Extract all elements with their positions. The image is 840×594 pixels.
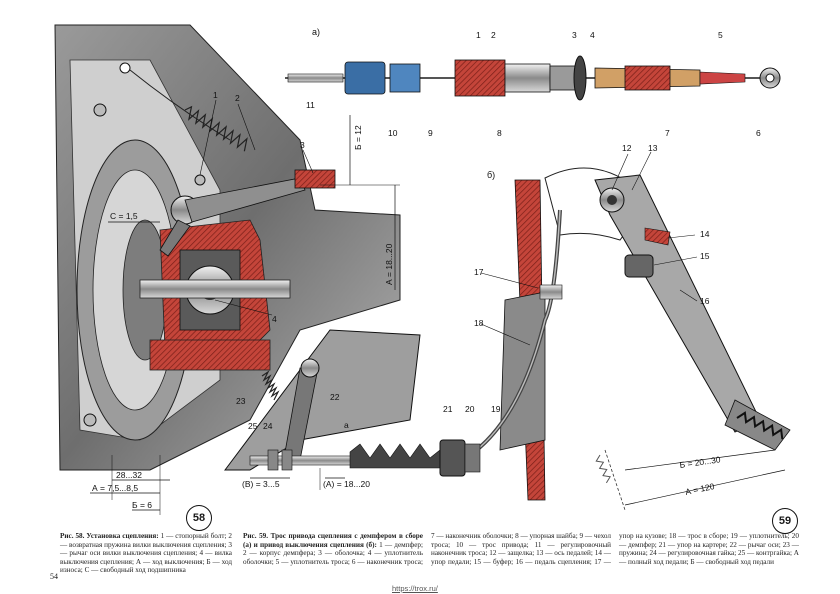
page-number: 54 bbox=[50, 572, 58, 581]
callout-a6: 6 bbox=[756, 128, 761, 138]
callout-1: 1 bbox=[213, 90, 218, 100]
dim-a-18-20: (А) = 18...20 bbox=[323, 479, 370, 489]
callout-18: 18 bbox=[474, 318, 484, 328]
caption-58-body: 1 — стопорный болт; 2 — возвратная пружи… bbox=[60, 532, 232, 575]
callout-a7: 7 bbox=[665, 128, 670, 138]
callout-20: 20 bbox=[465, 404, 475, 414]
callout-25: 25 bbox=[248, 421, 258, 431]
caption-fig-59: Рис. 59. Трос привода сцепления с демпфе… bbox=[243, 532, 799, 566]
callout-22: 22 bbox=[330, 392, 340, 402]
callout-a10: 10 bbox=[388, 128, 398, 138]
dim-v: (В) = 3...5 bbox=[242, 479, 280, 489]
callout-a1: 1 bbox=[476, 30, 481, 40]
caption-58-title: Рис. 58. Установка сцепления: bbox=[60, 532, 159, 540]
callout-17: 17 bbox=[474, 267, 484, 277]
figure-58-number: 58 bbox=[192, 512, 206, 524]
subfig-a: а) bbox=[312, 27, 320, 37]
callout-21: 21 bbox=[443, 404, 453, 414]
callout-14: 14 bbox=[700, 229, 710, 239]
caption-fig-58: Рис. 58. Установка сцепления: 1 — стопор… bbox=[60, 532, 232, 575]
subfig-b: б) bbox=[487, 170, 495, 180]
figure-58-badge: 58 bbox=[186, 505, 212, 531]
callout-3: 3 bbox=[300, 140, 305, 150]
figure-59b-drawing bbox=[468, 151, 791, 511]
figure-58-drawing bbox=[54, 24, 401, 515]
callout-a8: 8 bbox=[497, 128, 502, 138]
callout-a3: 3 bbox=[572, 30, 577, 40]
figure-59-badge: 59 bbox=[772, 508, 798, 534]
callout-19: 19 bbox=[491, 404, 501, 414]
callout-a5: 5 bbox=[718, 30, 723, 40]
dim-b12: Б = 12 bbox=[353, 125, 363, 150]
callout-16: 16 bbox=[700, 296, 710, 306]
dim-a-7-5: А = 7,5...8,5 bbox=[92, 483, 138, 493]
dim-b6: Б = 6 bbox=[132, 500, 152, 510]
callout-a9: 9 bbox=[428, 128, 433, 138]
figure-59-lever-drawing bbox=[224, 329, 481, 490]
callout-2: 2 bbox=[235, 93, 240, 103]
dim-a120: А = 120 bbox=[684, 481, 715, 497]
callout-a4: 4 bbox=[590, 30, 595, 40]
callout-labels: 1 2 3 4 1 2 3 4 5 6 7 8 9 10 11 12 13 14… bbox=[213, 30, 761, 431]
caption-59-body: 1 — демпфер; 2 — корпус демпфера; 3 — об… bbox=[243, 532, 799, 566]
callout-15: 15 bbox=[700, 251, 710, 261]
dim-a-range: А = 18...20 bbox=[384, 243, 394, 285]
callout-a11: 11 bbox=[306, 100, 315, 110]
dim-b-20-30: Б = 20...30 bbox=[679, 454, 722, 470]
callout-24: 24 bbox=[263, 421, 273, 431]
callout-a-letter: a bbox=[344, 420, 349, 430]
figure-59a-drawing bbox=[285, 55, 781, 101]
callout-a2: 2 bbox=[491, 30, 496, 40]
callout-4: 4 bbox=[272, 314, 277, 324]
callout-23: 23 bbox=[236, 396, 246, 406]
dim-c: С = 1,5 bbox=[110, 211, 138, 221]
source-url[interactable]: https://trox.ru/ bbox=[392, 584, 438, 593]
callout-13: 13 bbox=[648, 143, 658, 153]
callout-12: 12 bbox=[622, 143, 632, 153]
caption-59-title: Рис. 59. Трос привода сцепления с демпфе… bbox=[243, 532, 423, 549]
figure-59-number: 59 bbox=[778, 515, 792, 527]
dim-28-32: 28...32 bbox=[116, 470, 142, 480]
